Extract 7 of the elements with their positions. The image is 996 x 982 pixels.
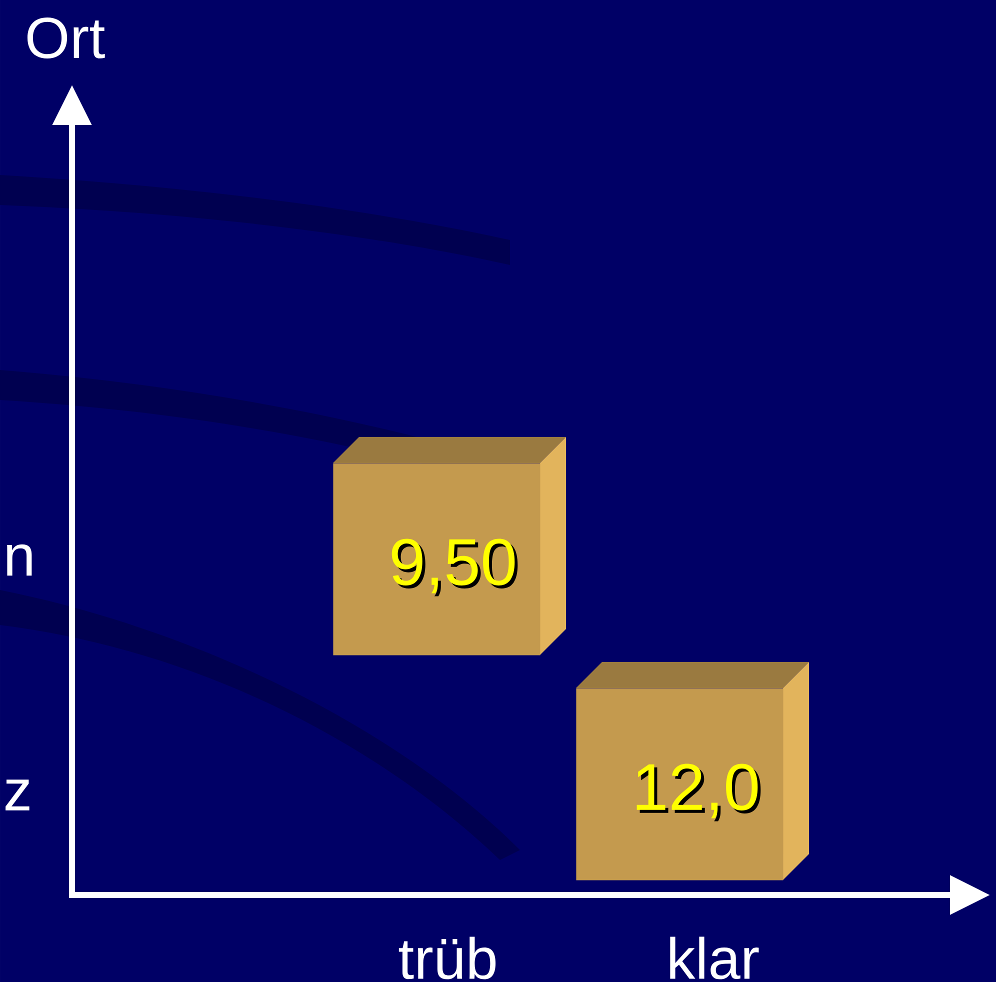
axis-label: z	[6, 780, 30, 810]
axis-label: klar	[670, 936, 759, 980]
axis-label: Ort	[27, 17, 105, 59]
axis-label: trüb	[398, 936, 496, 980]
value-cube: 12,0	[576, 662, 809, 880]
value-cube: 9,50	[333, 437, 566, 656]
axis-label: n	[7, 544, 32, 576]
